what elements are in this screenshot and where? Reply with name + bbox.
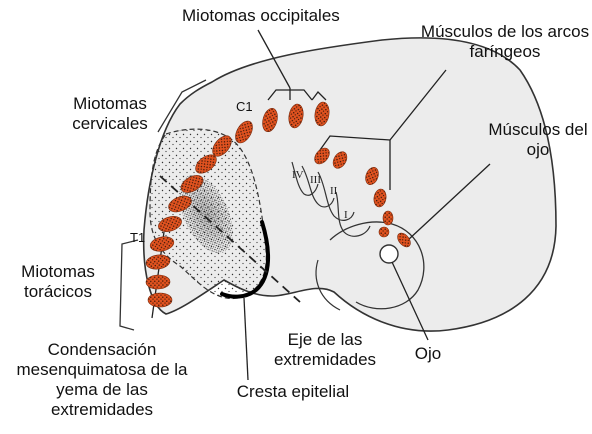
arch-label-i: I [344,209,348,221]
label-eye-muscles: Músculos del ojo [486,120,590,160]
label-limb-axis: Eje de las extremidades [262,330,388,370]
arch-label-iv: IV [292,169,304,181]
label-pharyngeal-arch-muscles: Músculos de los arcos faríngeos [420,22,590,62]
arch-label-iii: III [310,174,321,186]
ridge-leader [244,298,248,380]
arch-muscle-6 [379,227,389,237]
label-mesenchymal-condensation: Condensación mesenquimatosa de la yema d… [14,340,190,420]
label-thoracic-myotomes: Miotomas torácicos [2,262,114,302]
thoracic-bracket [120,240,138,330]
label-eye: Ojo [406,344,450,364]
label-epithelial-ridge: Cresta epitelial [228,382,358,402]
eye-circle [380,245,398,263]
arch-label-ii: II [330,185,338,197]
arch-muscle-5 [383,211,393,225]
label-occipital-myotomes: Miotomas occipitales [182,6,322,26]
c1-label: C1 [236,99,253,114]
myotome-thoracic-4 [148,293,172,307]
label-cervical-myotomes: Miotomas cervicales [50,94,170,134]
t1-label: T1 [130,230,145,245]
